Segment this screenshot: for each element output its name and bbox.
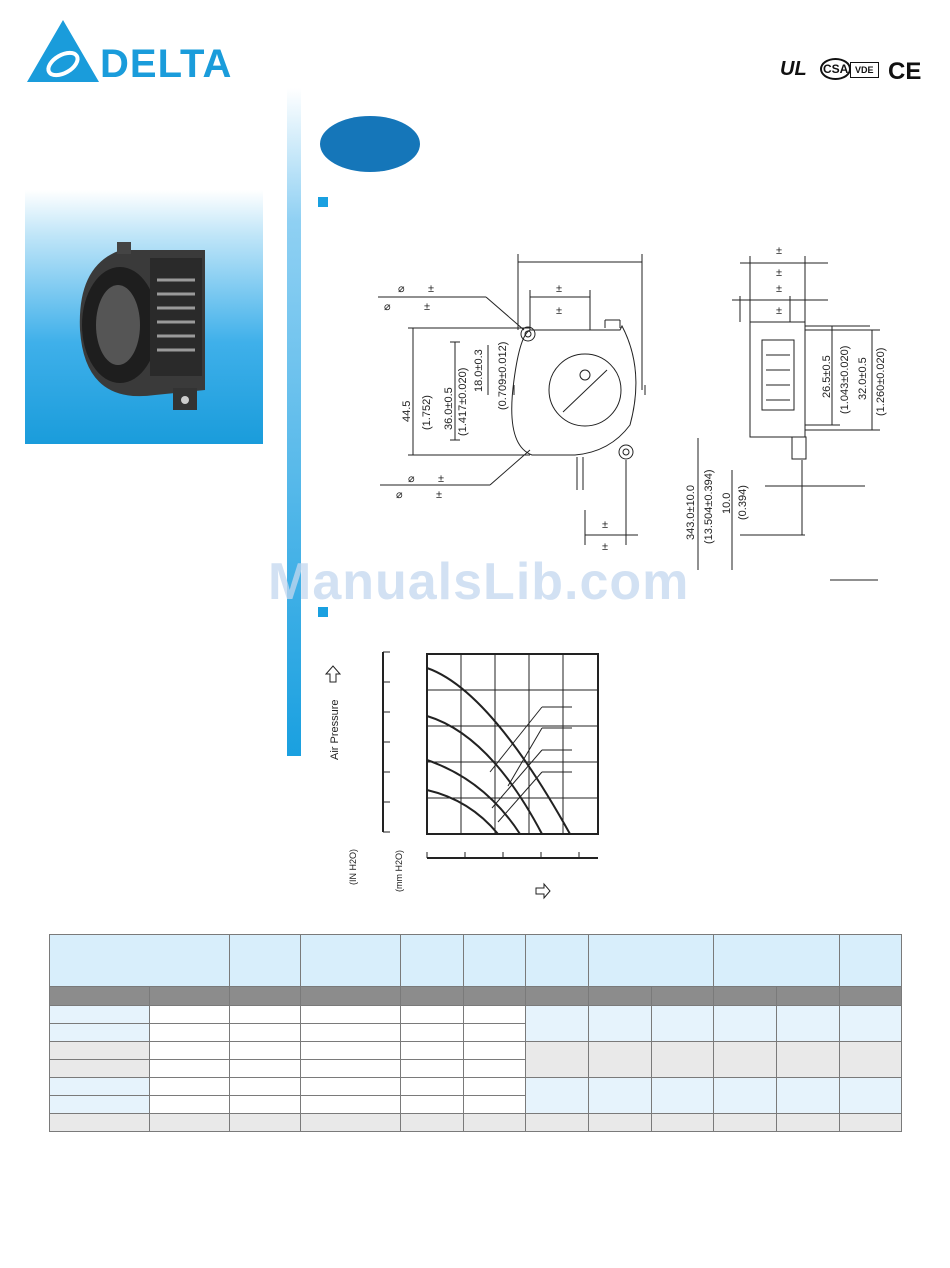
hole-tolerance-symbol-4: ± bbox=[436, 489, 442, 501]
hole-diameter-symbol-2: ⌀ bbox=[384, 301, 391, 313]
model-badge bbox=[320, 116, 420, 172]
arrow-right-icon bbox=[535, 882, 551, 900]
blower-fan-image bbox=[79, 242, 205, 410]
csa-mark: CSA bbox=[820, 58, 852, 80]
header-cell bbox=[300, 934, 401, 987]
lead-strip: 10.0 bbox=[721, 493, 733, 514]
side-height-a: 26.5±0.5 bbox=[821, 355, 833, 398]
table-row bbox=[49, 1041, 902, 1078]
header-cell bbox=[463, 934, 526, 987]
side-height-b: 32.0±0.5 bbox=[857, 357, 869, 400]
hole-diameter-symbol-3: ⌀ bbox=[408, 473, 415, 485]
performance-chart: Air Pressure (IN H2O) (mm H2O) bbox=[324, 651, 599, 900]
table-row bbox=[49, 1113, 902, 1132]
height-outer-inch: (1.752) bbox=[421, 395, 433, 430]
header-cell bbox=[400, 934, 464, 987]
y-axis-label: Air Pressure bbox=[329, 699, 341, 760]
y-unit-inch: (IN H2O) bbox=[348, 849, 358, 885]
y-unit-mm: (mm H2O) bbox=[394, 850, 404, 892]
hole-tolerance-symbol: ± bbox=[428, 283, 434, 295]
header-cell bbox=[839, 934, 902, 987]
section-marker-performance bbox=[318, 607, 328, 617]
header-cell bbox=[588, 934, 714, 987]
delta-triangle-icon bbox=[27, 20, 99, 82]
vde-mark: VDE bbox=[850, 62, 879, 78]
ul-mark: UL bbox=[780, 58, 807, 80]
product-photo bbox=[25, 190, 263, 444]
header-cell bbox=[49, 934, 230, 987]
certification-marks: UL CSA VDE CE bbox=[780, 58, 930, 86]
table-row bbox=[49, 1023, 902, 1042]
header-cell bbox=[525, 934, 589, 987]
section-marker-dimensions bbox=[318, 197, 328, 207]
header-cell bbox=[229, 934, 301, 987]
width-tolerance-symbol-2: ± bbox=[556, 305, 562, 317]
side-tolerance-symbol-2: ± bbox=[776, 267, 782, 279]
spec-table bbox=[49, 934, 902, 1132]
table-subheader-row bbox=[49, 986, 902, 1006]
side-tolerance-symbol-4: ± bbox=[776, 305, 782, 317]
bottom-tolerance-symbol-2: ± bbox=[602, 541, 608, 553]
height-mid-inch: (1.417±0.020) bbox=[457, 368, 469, 436]
height-mid: 36.0±0.5 bbox=[443, 387, 455, 430]
table-row bbox=[49, 1077, 902, 1114]
dimension-drawing: ⌀ ± ⌀ ± ± ± ⌀ ± ⌀ ± ± ± 44.5 (1.752) 36.… bbox=[378, 245, 887, 581]
delta-wordmark: DELTA bbox=[100, 42, 233, 86]
side-height-a-inch: (1.043±0.020) bbox=[839, 346, 851, 414]
hole-tolerance-symbol-2: ± bbox=[424, 301, 430, 313]
table-header-row bbox=[49, 934, 902, 987]
lead-length: 343.0±10.0 bbox=[685, 485, 697, 540]
header-cell bbox=[713, 934, 840, 987]
lead-strip-inch: (0.394) bbox=[737, 485, 749, 520]
arrow-up-icon bbox=[324, 665, 342, 683]
width-tolerance-symbol: ± bbox=[556, 283, 562, 295]
hole-tolerance-symbol-3: ± bbox=[438, 473, 444, 485]
table-row bbox=[49, 1059, 902, 1078]
height-inner: 18.0±0.3 bbox=[473, 349, 485, 392]
table-row bbox=[49, 1005, 902, 1042]
bottom-tolerance-symbol: ± bbox=[602, 519, 608, 531]
decorative-side-bar bbox=[287, 88, 301, 756]
height-outer: 44.5 bbox=[401, 401, 413, 422]
lead-length-inch: (13.504±0.394) bbox=[703, 469, 715, 544]
side-tolerance-symbol: ± bbox=[776, 245, 782, 257]
watermark-text: ManualsLib.com bbox=[268, 553, 690, 611]
ce-mark: CE bbox=[888, 58, 922, 85]
hole-diameter-symbol: ⌀ bbox=[398, 283, 405, 295]
height-inner-inch: (0.709±0.012) bbox=[497, 342, 509, 410]
side-height-b-inch: (1.260±0.020) bbox=[875, 348, 887, 416]
hole-diameter-symbol-4: ⌀ bbox=[396, 489, 403, 501]
side-tolerance-symbol-3: ± bbox=[776, 283, 782, 295]
